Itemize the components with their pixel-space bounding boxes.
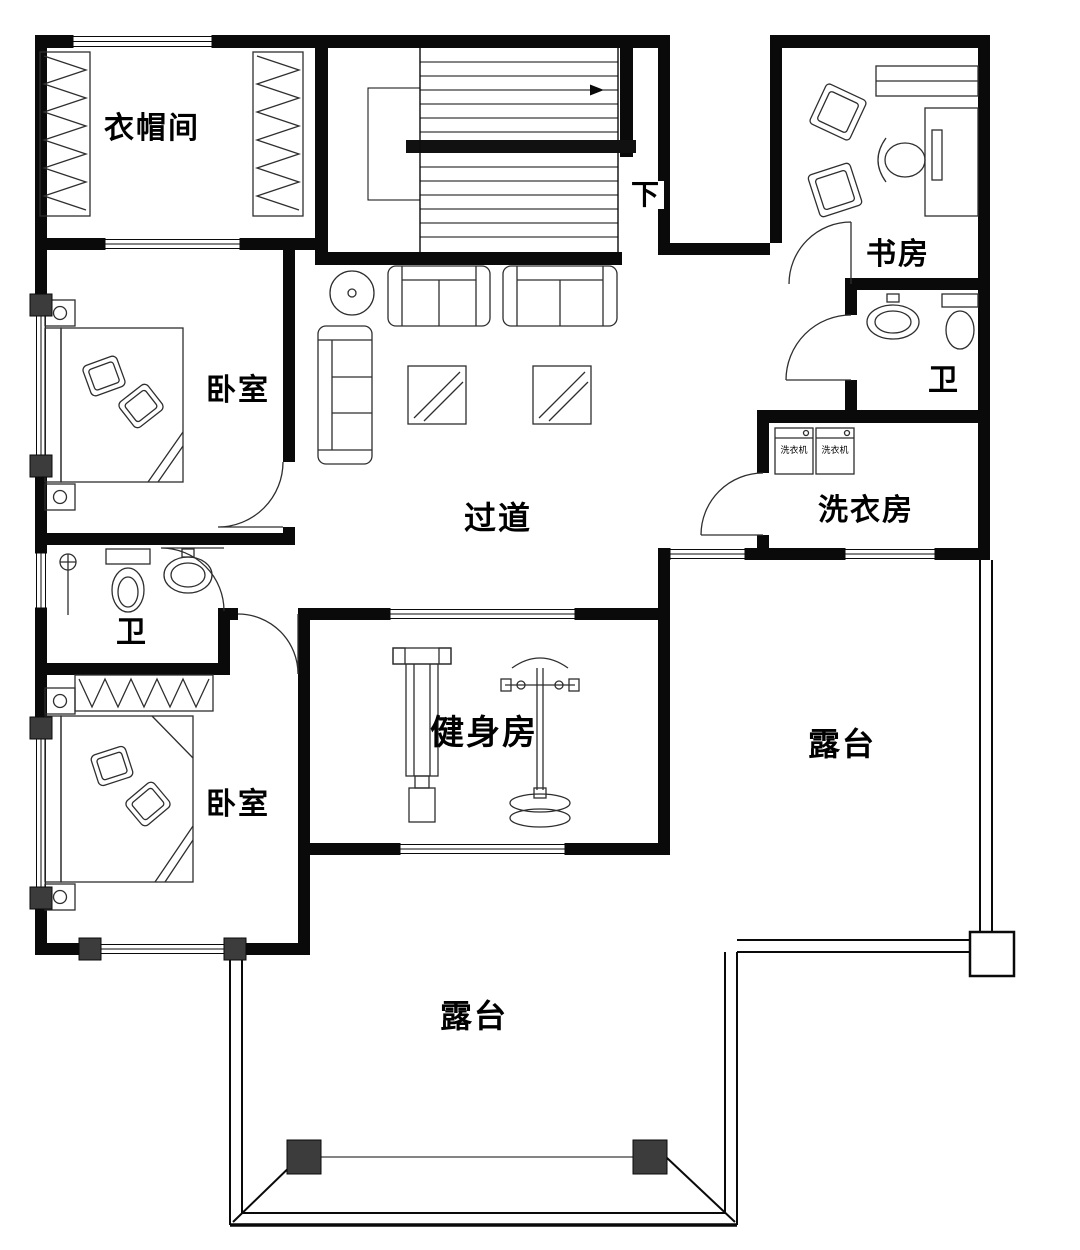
room-label-bathroom-right: 卫 bbox=[928, 364, 960, 397]
walls bbox=[35, 35, 990, 955]
bedroom-upper-furniture bbox=[44, 299, 184, 511]
corridor-furniture bbox=[317, 265, 618, 465]
washing-machine-left-label: 洗衣机 bbox=[780, 445, 808, 455]
room-label-study: 书房 bbox=[866, 238, 930, 271]
structural-piers bbox=[29, 293, 247, 961]
terrace-corner-column bbox=[968, 930, 1016, 978]
room-label-bedroom-upper: 卧室 bbox=[206, 374, 270, 407]
washing-machine-right-label: 洗衣机 bbox=[821, 445, 849, 455]
bathroom-right-fixtures bbox=[866, 293, 979, 350]
gym-equipment bbox=[392, 647, 580, 828]
windows bbox=[35, 35, 936, 955]
bedroom-lower-furniture bbox=[44, 674, 214, 911]
stairs-down-label: 下 bbox=[628, 181, 665, 209]
room-label-bedroom-lower: 卧室 bbox=[206, 788, 270, 821]
room-label-gym: 健身房 bbox=[430, 714, 538, 752]
cloakroom-wardrobes bbox=[39, 51, 304, 217]
stairs-direction-arrow bbox=[590, 84, 604, 96]
bathroom-left-fixtures bbox=[59, 548, 213, 615]
room-label-corridor: 过道 bbox=[464, 500, 533, 536]
staircase bbox=[367, 48, 636, 252]
washing-machines bbox=[774, 427, 855, 475]
doors bbox=[160, 221, 852, 675]
room-label-laundry: 洗衣房 bbox=[818, 494, 914, 527]
room-label-terrace-right: 露台 bbox=[808, 726, 877, 762]
room-label-bathroom-left: 卫 bbox=[116, 616, 148, 649]
terrace-railings bbox=[229, 560, 1016, 1227]
terrace-column-left bbox=[286, 1139, 322, 1175]
room-label-terrace-bottom: 露台 bbox=[440, 998, 509, 1034]
study-furniture bbox=[807, 65, 979, 218]
room-label-cloakroom: 衣帽间 bbox=[104, 112, 200, 145]
terrace-column-right bbox=[632, 1139, 668, 1175]
